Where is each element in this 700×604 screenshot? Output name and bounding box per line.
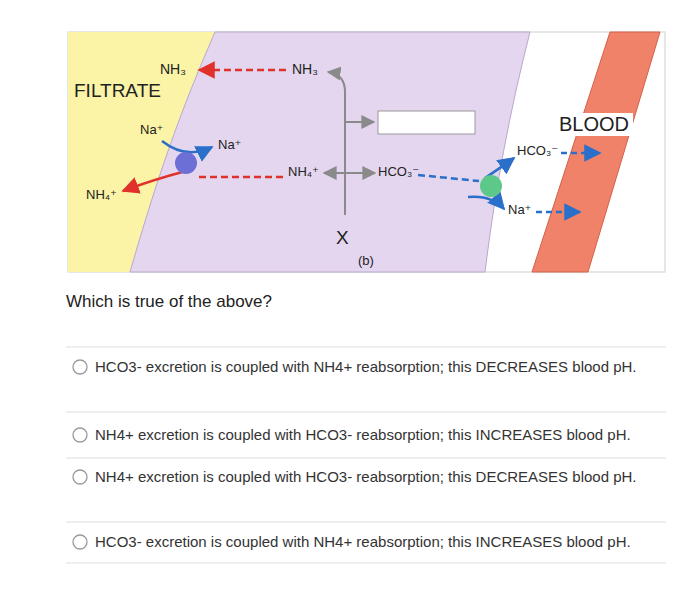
hco3-exit-arrow (485, 158, 514, 178)
hco3-dashed-line (418, 175, 479, 181)
ion-label: Na⁺ (508, 203, 531, 218)
tubule-cell (130, 32, 530, 272)
figure-frame (68, 32, 665, 272)
na-uptake-arrow (162, 141, 212, 152)
reaction-bracket (324, 72, 375, 215)
molecule-label: NH₃ (160, 61, 186, 77)
question-text: Which is true of the above? (66, 292, 272, 312)
region-label: FILTRATE (74, 80, 161, 102)
ion-label: HCO₃⁻ (517, 144, 558, 159)
answer-option: HCO3- excretion is coupled with NH4+ rea… (95, 531, 650, 553)
ion-label: Na⁺ (140, 123, 163, 138)
ion-label: NH₄⁺ (86, 188, 117, 203)
callout-letter: (b) (358, 254, 374, 269)
na-blood-arrow (536, 211, 580, 214)
ion-label: Na⁺ (218, 138, 241, 153)
answer-option: NH4+ excretion is coupled with HCO3- rea… (95, 466, 650, 488)
answer-option: HCO3- excretion is coupled with NH4+ rea… (95, 356, 650, 378)
nh4-dashed-line (198, 176, 283, 179)
nh4-secretion-arrow (123, 171, 186, 191)
molecule-label: NH₃ (292, 61, 318, 77)
na-exit-arrow (468, 197, 504, 209)
answer-option: NH4+ excretion is coupled with HCO3- rea… (95, 424, 650, 446)
ion-label: NH₄⁺ (288, 165, 319, 180)
empty-box (378, 111, 475, 134)
callout-letter: X (336, 227, 349, 249)
option-separators (66, 347, 666, 563)
hco3-blood-arrow (561, 152, 600, 155)
nh3-diffusion-arrow (199, 69, 286, 72)
ion-label: HCO₃⁻ (378, 165, 419, 180)
region-label: BLOOD (555, 113, 633, 136)
radio-buttons (73, 360, 87, 549)
cotransporter (480, 175, 502, 197)
antiporter (175, 152, 197, 174)
